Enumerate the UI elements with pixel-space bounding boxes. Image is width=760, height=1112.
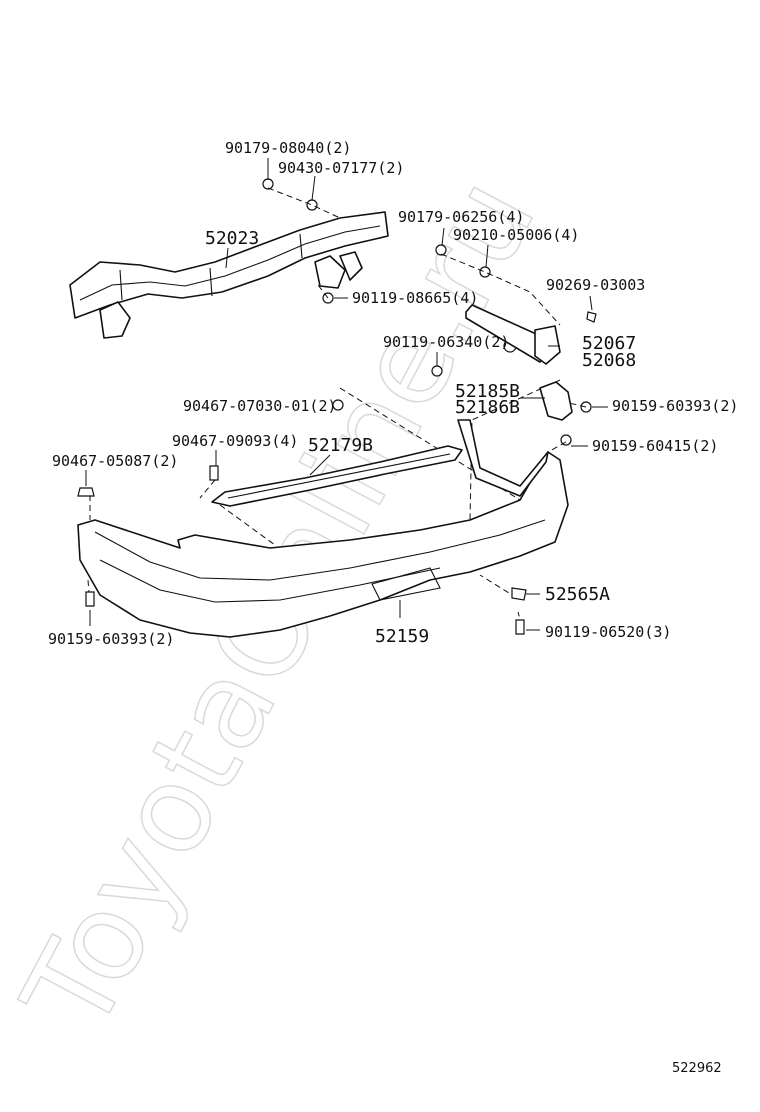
label-90269-03003: 90269-03003 (546, 276, 645, 294)
label-90159-60393-left: 90159-60393(2) (48, 630, 174, 648)
label-90119-08665: 90119-08665(4) (352, 289, 478, 307)
part-labels: 90179-08040(2) 90430-07177(2) 52023 9017… (48, 139, 738, 648)
clip-icon (209, 465, 219, 481)
label-90430-07177: 90430-07177(2) (278, 159, 404, 177)
retainer-clip-icon (511, 587, 527, 601)
bolt-icon (560, 434, 572, 446)
figure-number: 522962 (672, 1061, 722, 1076)
bracket-52067 (465, 304, 561, 365)
bolt-icon (431, 365, 443, 377)
nut-icon (435, 244, 447, 256)
label-52067: 52067 (582, 333, 636, 354)
bolt-icon (586, 311, 597, 323)
label-52185b: 52185B (455, 381, 520, 402)
nut-icon (479, 266, 491, 278)
label-90119-06340: 90119-06340(2) (383, 333, 509, 351)
retainer-52179b (211, 445, 463, 507)
bolt-icon (332, 399, 344, 411)
leader-lines (85, 158, 608, 631)
bumper-cover-52159 (77, 419, 569, 638)
reinforcement-52023 (69, 211, 389, 339)
label-52023: 52023 (205, 228, 259, 249)
label-90467-05087: 90467-05087(2) (52, 452, 178, 470)
label-52179b: 52179B (308, 435, 373, 456)
bolt-icon (85, 591, 95, 607)
clip-icon (77, 487, 95, 497)
label-90179-06256: 90179-06256(4) (398, 208, 524, 226)
label-90179-08040: 90179-08040(2) (225, 139, 351, 157)
label-52068: 52068 (582, 350, 636, 371)
label-90119-06520: 90119-06520(3) (545, 623, 671, 641)
label-90467-09093: 90467-09093(4) (172, 432, 298, 450)
bracket-52185b (539, 381, 573, 421)
label-52186b: 52186B (455, 397, 520, 418)
bolt-icon (515, 619, 525, 635)
nut-icon (306, 199, 318, 211)
nut-icon (262, 178, 274, 190)
label-52565a: 52565A (545, 584, 610, 605)
label-90159-60415: 90159-60415(2) (592, 437, 718, 455)
label-90467-07030-01: 90467-07030-01(2) (183, 397, 337, 415)
label-90159-60393-right: 90159-60393(2) (612, 397, 738, 415)
label-90210-05006: 90210-05006(4) (453, 226, 579, 244)
fasteners-bottom (77, 465, 527, 635)
label-52159: 52159 (375, 626, 429, 647)
